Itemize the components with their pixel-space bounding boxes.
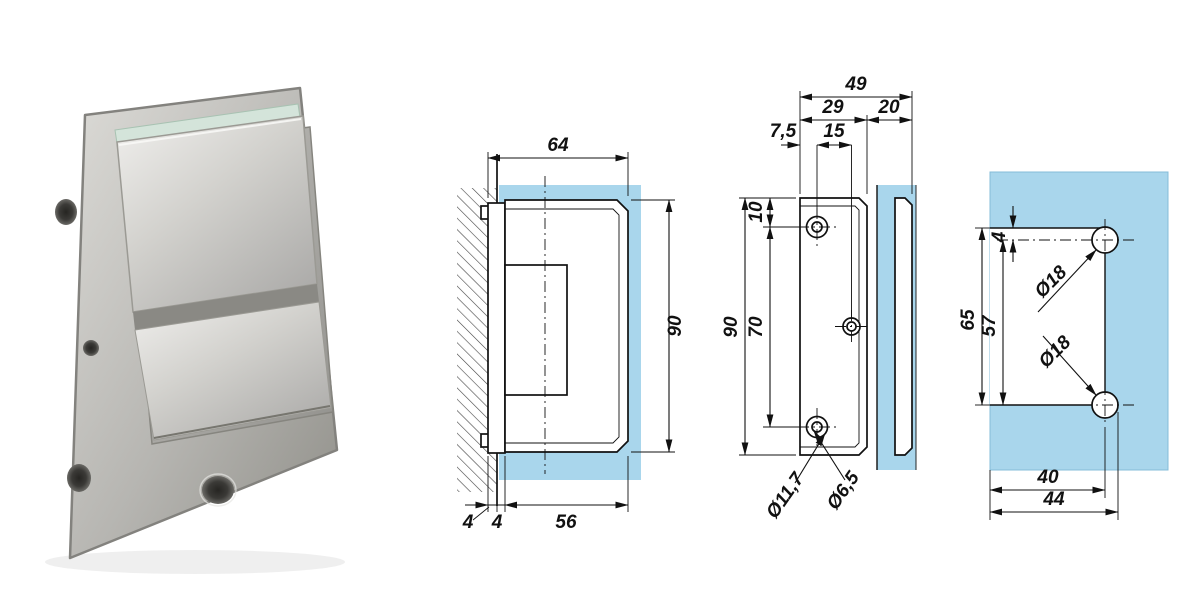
dim-edge-to-hole-center-label: 4 [989, 231, 1010, 243]
hinge-clamp-plate-top [116, 115, 318, 313]
dim-hole-center-depth-label: 40 [1036, 467, 1059, 488]
dim-wall-offset-label: 4 [462, 512, 474, 533]
hole-top [798, 208, 836, 246]
hinge-clamp-plate-bottom [134, 301, 332, 441]
dim-body-depth-label: 56 [555, 512, 577, 533]
hinge-pivot-band [133, 284, 319, 330]
dim-hole-pitch-label: 57 [979, 314, 1000, 337]
dim-overall-depth-label: 64 [547, 135, 569, 156]
glass-cutout [990, 228, 1105, 405]
hinge-body-outline [799, 197, 868, 456]
screw-hole [202, 476, 234, 504]
dim-cutout-depth-label: 44 [1042, 489, 1065, 510]
screw-hole-rim [199, 473, 237, 507]
cover-plate-outline [894, 197, 913, 456]
dim-cover-width-label: 20 [877, 97, 900, 118]
front-view: 49 29 20 7,5 15 90 70 10 [721, 75, 917, 522]
hinge-body-bevel [505, 208, 620, 444]
dim-overall-width: 49 [799, 75, 913, 194]
callout-counterbore-label: Ø11,7 [762, 468, 809, 522]
dim-cutout-height: 65 [958, 227, 986, 406]
dim-body-width-label: 29 [821, 97, 844, 118]
dim-height: 90 [631, 199, 686, 453]
dim-hole-pitch-y: 70 [746, 226, 774, 428]
wall-plate [487, 202, 506, 454]
dim-height-label: 90 [721, 316, 742, 338]
plate-highlight [118, 118, 302, 146]
photo-shadow [45, 550, 345, 574]
dim-plate-thickness-label: 4 [491, 512, 503, 533]
dim-cutout-depth: 44 [989, 412, 1119, 520]
hole-middle [835, 310, 868, 343]
dim-overall-depth: 64 [487, 135, 629, 198]
dim-hole-top-offset-label: 10 [746, 201, 767, 223]
dim-hole-top-offset: 10 [746, 197, 774, 228]
dim-hole-pitch: 57 [979, 239, 1007, 406]
product-photo [45, 86, 345, 574]
screw-hole [67, 464, 91, 492]
dim-hole-pitch-y-label: 70 [746, 316, 767, 338]
dim-body-and-cover: 29 20 [799, 97, 913, 194]
dim-cutout-height-label: 65 [958, 309, 979, 331]
plate-bevel-edge [153, 405, 331, 439]
dim-overall-width-label: 49 [844, 75, 867, 95]
dim-hole-edge-offset-label: 7,5 [770, 121, 797, 142]
hinge-knuckle [504, 264, 568, 396]
dim-hole-pitch-x-label: 15 [823, 121, 845, 142]
callout-screw-hole-label: Ø6,5 [823, 468, 864, 514]
glass-cutout-view: 65 57 4 Ø18 Ø18 40 44 [958, 171, 1169, 520]
pivot-hole [83, 340, 99, 356]
side-view: 64 90 4 4 56 [457, 135, 686, 533]
dim-height-label: 90 [665, 315, 686, 337]
dim-hole-offsets-x: 7,5 15 [770, 121, 852, 149]
dim-bottom-group: 4 4 56 [462, 456, 629, 533]
screw-hole [55, 199, 77, 225]
dim-edge-to-hole-center: 4 [989, 206, 1017, 262]
